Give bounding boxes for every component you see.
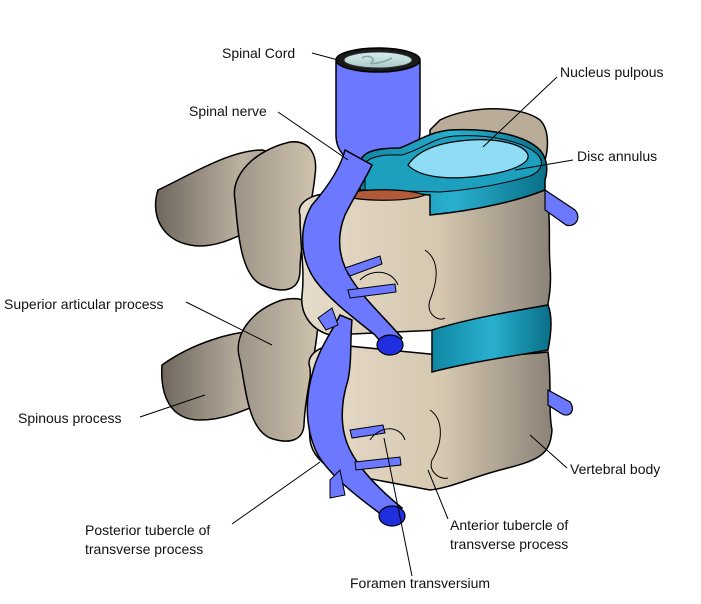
label-anterior-tubercle-line2: transverse process bbox=[450, 536, 569, 552]
nerve-twig-1 bbox=[344, 255, 383, 277]
label-posterior-tubercle-line1: Posterior tubercle of bbox=[85, 522, 211, 538]
intervertebral-disc-lower bbox=[431, 304, 552, 373]
spinal-cord-cross-section bbox=[343, 51, 413, 69]
nerve-twig-4 bbox=[354, 456, 402, 471]
label-anterior-tubercle-line1: Anterior tubercle of bbox=[450, 517, 569, 533]
nerve-branch-right-lower bbox=[547, 388, 574, 416]
nerve-branch-right-upper bbox=[544, 188, 579, 227]
nerve-twig-2 bbox=[347, 283, 397, 299]
label-spinous-process: Spinous process bbox=[18, 410, 122, 426]
label-vertebral-body: Vertebral body bbox=[570, 461, 661, 477]
nerve-root-upper bbox=[376, 334, 404, 356]
label-anterior-tubercle: Anterior tubercle of transverse process bbox=[450, 516, 568, 554]
label-posterior-tubercle-line2: transverse process bbox=[85, 541, 204, 557]
label-spinal-cord: Spinal Cord bbox=[222, 45, 296, 61]
label-posterior-tubercle: Posterior tubercle of transverse process bbox=[85, 521, 210, 559]
nucleus-pulpous-shape bbox=[407, 139, 529, 179]
superior-articular-process-lower bbox=[237, 298, 319, 442]
spinal-nerve-upper bbox=[301, 148, 404, 352]
spinal-nerve-lower bbox=[306, 314, 404, 524]
label-foramen-transversium: Foramen transversium bbox=[350, 575, 491, 591]
nerve-twig-5 bbox=[329, 468, 346, 499]
label-disc-annulus: Disc annulus bbox=[577, 148, 658, 164]
nerve-twig-3 bbox=[349, 424, 386, 439]
label-superior-articular-process: Superior articular process bbox=[4, 296, 164, 312]
label-nucleus-pulpous: Nucleus pulpous bbox=[560, 64, 664, 80]
nerve-twig-6 bbox=[317, 307, 339, 331]
label-spinal-nerve: Spinal nerve bbox=[189, 103, 267, 119]
epiphyseal-rim bbox=[338, 189, 427, 201]
